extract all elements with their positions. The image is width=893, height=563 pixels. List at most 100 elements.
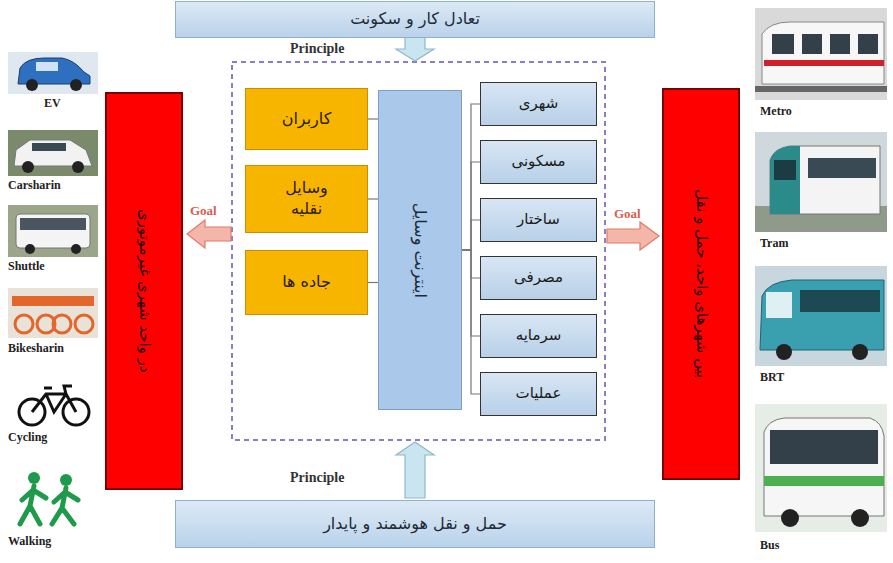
node-text: وسایل نقلیه xyxy=(271,178,343,220)
bus-stripe xyxy=(764,476,884,486)
wheel xyxy=(776,344,792,360)
tram-window xyxy=(774,160,796,180)
connector-line xyxy=(462,104,480,250)
node-text: در واحد شهری غیرموتوری xyxy=(134,209,154,373)
node-text: عملیات xyxy=(516,384,562,404)
principle-arrow xyxy=(396,442,434,498)
bus-body xyxy=(764,418,884,516)
category-box: عملیات xyxy=(480,372,597,416)
bike-wheel xyxy=(15,315,33,333)
photo-ground xyxy=(8,52,98,94)
goal-arrow xyxy=(607,222,659,250)
tram-photo xyxy=(755,132,887,232)
walker-body xyxy=(20,486,46,524)
goal-box: بین شهرهای واحد، حمل و نقل xyxy=(662,88,740,480)
node-text: مصرفی xyxy=(514,268,563,288)
node-text: شهری xyxy=(519,94,559,114)
component-box: جاده ها xyxy=(245,250,368,315)
node-text: اینترنت وسایل xyxy=(410,202,431,297)
connector-line xyxy=(462,220,480,250)
photo-ground xyxy=(755,8,887,100)
tram-body xyxy=(770,146,880,214)
mode-caption: Cycling xyxy=(8,430,47,445)
photo-ground xyxy=(8,130,98,176)
connector-line xyxy=(462,250,480,394)
bike-wheel xyxy=(53,315,71,333)
category-box: شهری xyxy=(480,82,597,126)
wheel xyxy=(26,79,38,91)
train-window xyxy=(772,34,794,54)
metro-photo xyxy=(755,8,887,100)
wheel xyxy=(71,244,81,254)
category-box: مسکونی xyxy=(480,140,597,184)
shuttle-body xyxy=(16,214,90,248)
bike-wheel xyxy=(75,315,93,333)
dashed-frame xyxy=(232,62,605,440)
walker-head xyxy=(28,472,40,484)
mode-caption: Shuttle xyxy=(8,259,45,274)
tram-front xyxy=(770,146,800,214)
bus-window xyxy=(770,430,878,464)
walking-icon xyxy=(20,472,78,524)
wheel xyxy=(852,344,868,360)
photo-ground xyxy=(8,205,98,257)
bike-frame xyxy=(32,386,76,412)
component-box: وسایل نقلیه xyxy=(245,165,368,233)
node-text: ساختار xyxy=(517,210,560,230)
train-window xyxy=(858,34,878,54)
wheel xyxy=(72,161,84,173)
category-box: ساختار xyxy=(480,198,597,242)
node-text: مسکونی xyxy=(511,152,565,172)
wheel xyxy=(781,509,799,527)
ev-photo xyxy=(8,52,98,94)
mode-caption: Bikesharin xyxy=(8,341,64,356)
car-window xyxy=(36,62,58,71)
principle-band: تعادل کار و سکونت xyxy=(175,1,655,38)
bikesharing-photo xyxy=(8,288,98,338)
node-text: حمل و نقل هوشمند و پایدار xyxy=(323,514,507,535)
principle-label: Principle xyxy=(290,470,344,486)
principle-arrow xyxy=(396,37,434,61)
node-text: بین شهرهای واحد، حمل و نقل xyxy=(691,189,711,378)
tram-window xyxy=(808,158,876,178)
goal-arrow xyxy=(187,220,231,248)
carsharing-photo xyxy=(8,130,98,176)
brt-photo xyxy=(755,266,887,366)
connector-line xyxy=(462,162,480,250)
mode-caption: Carsharin xyxy=(8,178,61,193)
mode-caption: Metro xyxy=(760,104,792,119)
connector-line xyxy=(368,198,378,199)
bus-body xyxy=(760,280,884,350)
walker-head xyxy=(60,474,72,486)
goal-box: در واحد شهری غیرموتوری xyxy=(105,92,183,490)
node-text: کاربران xyxy=(282,109,332,130)
mode-caption: Bus xyxy=(760,538,779,553)
iot-box: اینترنت وسایل xyxy=(378,90,462,410)
photo-ground xyxy=(755,132,887,232)
mode-caption: BRT xyxy=(760,370,784,385)
mode-caption: Tram xyxy=(760,236,788,251)
component-box: کاربران xyxy=(245,88,368,150)
bus-window xyxy=(766,292,792,318)
rail xyxy=(755,86,887,92)
goal-label: Goal xyxy=(614,206,641,222)
car-window xyxy=(32,143,66,151)
connector-line xyxy=(368,282,378,283)
node-text: سرمایه xyxy=(516,326,562,346)
goal-label: Goal xyxy=(190,203,217,219)
train-window xyxy=(830,34,850,54)
node-text: تعادل کار و سکونت xyxy=(350,9,480,30)
wheel xyxy=(22,161,34,173)
photo-ground xyxy=(755,404,887,532)
bike-rack xyxy=(12,296,94,306)
train-window xyxy=(802,34,822,54)
connector-line xyxy=(368,118,378,119)
principle-band: حمل و نقل هوشمند و پایدار xyxy=(175,500,655,548)
bus-window xyxy=(800,290,880,312)
cycling-icon xyxy=(19,386,89,425)
bus-photo xyxy=(755,404,887,532)
wheel xyxy=(25,244,35,254)
wheel xyxy=(851,509,869,527)
shuttle-photo xyxy=(8,205,98,257)
